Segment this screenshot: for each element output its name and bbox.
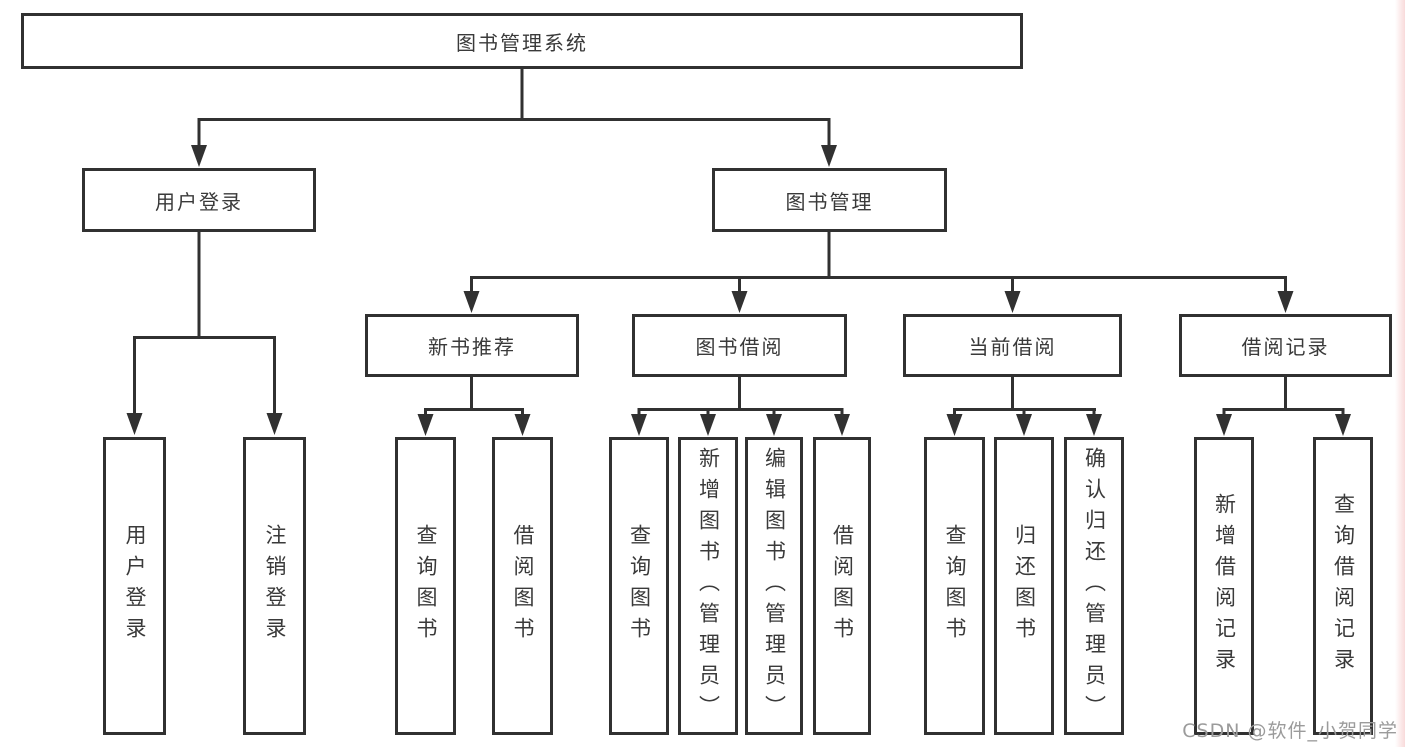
node-label: 图书借阅 [695,335,784,359]
node-book-management: 图书管理 [712,168,947,232]
leaf-query-books-recommend: 查询图书 [395,437,456,735]
node-current-borrowing: 当前借阅 [903,314,1122,377]
leaf-label: 借阅图书 [511,524,535,648]
leaf-logout: 注销登录 [243,437,306,735]
leaf-add-book-admin: 新增图书（管理员） [678,437,738,735]
current-borrowing-connector [953,377,1096,418]
leaf-edit-book-admin: 编辑图书（管理员） [745,437,803,735]
new-book-recommend-connector [424,377,524,418]
leaf-label: 新增借阅记录 [1212,493,1237,679]
book-borrowing-arrowheads [631,414,850,436]
leaf-borrow-books-recommend: 借阅图书 [492,437,553,735]
leaf-label: 编辑图书（管理员） [762,446,787,726]
leaf-confirm-return-admin: 确认归还（管理员） [1064,437,1124,735]
node-label: 当前借阅 [968,335,1057,359]
book-management-arrowheads [463,291,1294,313]
root-connector [197,69,831,150]
leaf-label: 查询图书 [943,524,967,648]
leaf-add-borrow-record: 新增借阅记录 [1194,437,1254,735]
book-borrowing-connector [637,377,844,418]
leaf-label: 用户登录 [123,524,147,648]
node-borrowing-records: 借阅记录 [1179,314,1392,377]
root-arrowheads [191,145,837,167]
leaf-query-books-current: 查询图书 [924,437,985,735]
leaf-label: 查询借阅记录 [1331,493,1356,679]
leaf-query-borrow-record: 查询借阅记录 [1313,437,1373,735]
node-book-borrowing: 图书借阅 [632,314,847,377]
node-label: 用户登录 [155,189,243,214]
leaf-user-login: 用户登录 [103,437,166,735]
leaf-return-books: 归还图书 [994,437,1054,735]
leaf-borrow-books-borrowing: 借阅图书 [813,437,871,735]
node-label: 图书管理系统 [456,30,588,55]
csdn-watermark: CSDN @软件_小贺同学 [1182,720,1398,742]
leaf-query-books-borrowing: 查询图书 [609,437,669,735]
leaf-label: 查询图书 [414,524,438,648]
node-user-login: 用户登录 [82,168,316,232]
leaf-label: 归还图书 [1012,524,1037,648]
book-management-connector [470,232,1287,295]
new-book-recommend-arrowheads [417,414,531,436]
leaf-label: 查询图书 [627,524,652,648]
node-new-book-recommend: 新书推荐 [365,314,579,377]
user-login-connector [133,232,276,416]
node-library-management-system: 图书管理系统 [21,13,1023,69]
leaf-label: 确认归还（管理员） [1082,446,1107,726]
current-borrowing-arrowheads [946,414,1102,436]
leaf-label: 注销登录 [263,524,287,648]
borrowing-records-arrowheads [1216,414,1351,436]
leaf-label: 借阅图书 [830,524,855,648]
borrowing-records-connector [1222,377,1345,418]
node-label: 新书推荐 [428,335,516,359]
node-label: 图书管理 [785,189,874,214]
node-label: 借阅记录 [1241,335,1330,359]
user-login-arrowheads [126,413,283,435]
leaf-label: 新增图书（管理员） [696,446,721,726]
